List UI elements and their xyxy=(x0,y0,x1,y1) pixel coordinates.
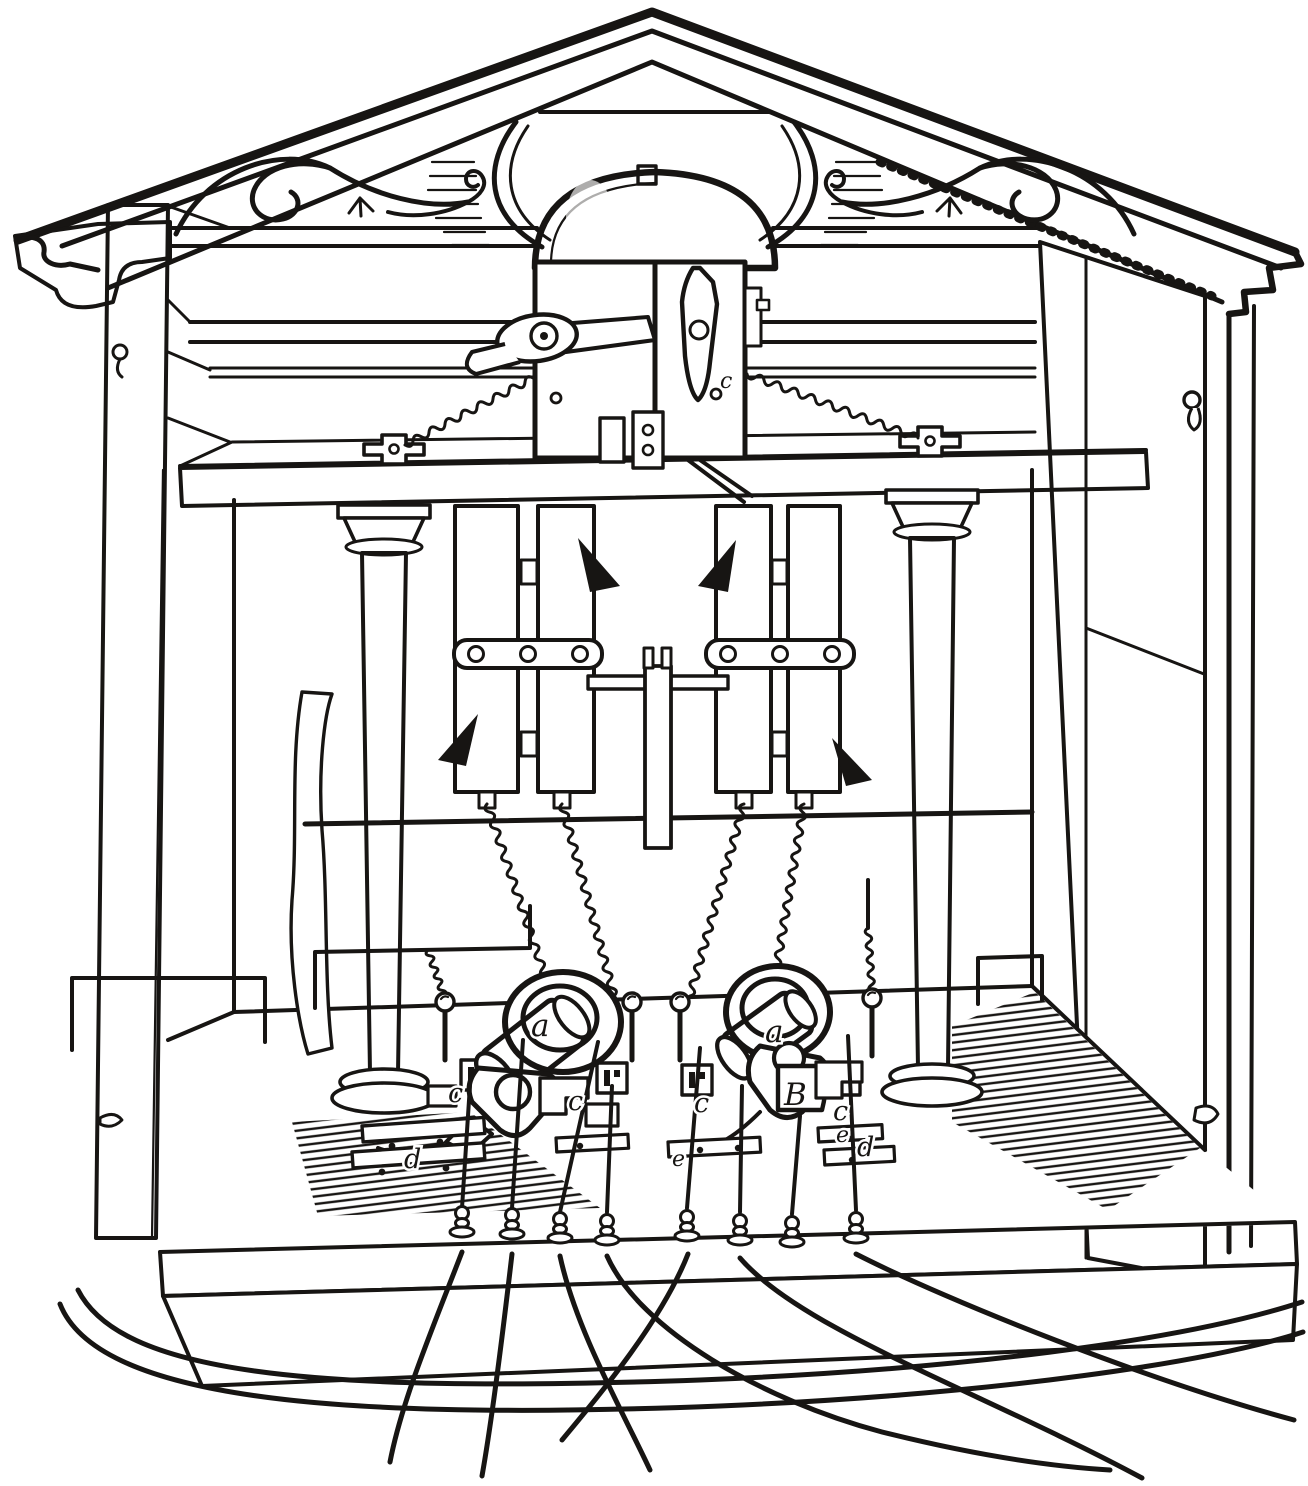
pediment-ornament xyxy=(176,110,1134,247)
left-column xyxy=(330,503,438,1115)
spring-short-left xyxy=(424,948,448,998)
part-label: d xyxy=(857,1132,874,1163)
bell xyxy=(531,164,779,272)
left-wall-hook-icon xyxy=(98,1113,124,1128)
part-labels: a a B c c c c c d d e e xyxy=(402,367,877,1178)
right-floor-shadow xyxy=(952,992,1200,1210)
right-connecting-wire xyxy=(976,954,1044,1006)
part-label: B xyxy=(783,1077,807,1113)
pointer-wedges xyxy=(438,538,872,786)
right-column xyxy=(880,488,984,1108)
spring-bell-right xyxy=(745,372,920,440)
interior-panel-curtain xyxy=(289,690,334,1056)
armature-mechanism-right xyxy=(666,963,897,1167)
part-label: e xyxy=(672,1147,685,1172)
hammer-mechanism-box xyxy=(464,259,771,504)
part-label: c xyxy=(694,1088,709,1119)
part-label: c xyxy=(448,1078,463,1109)
part-label: d xyxy=(404,1144,421,1175)
part-label: c xyxy=(833,1096,848,1127)
left-connecting-wire xyxy=(313,904,532,1010)
spring-bell-left xyxy=(403,375,535,448)
spring-coil-left-a xyxy=(483,802,552,987)
spring-coil-right-b xyxy=(771,802,807,985)
right-floor-brackets xyxy=(666,1060,897,1167)
left-wall-post xyxy=(94,203,170,1240)
part-label: a xyxy=(765,1014,783,1050)
pin-rods-and-feet xyxy=(448,1034,870,1249)
door-lower-hook-icon xyxy=(1192,1104,1220,1125)
spring-coil-left-b xyxy=(558,802,618,998)
left-hammer xyxy=(464,312,657,376)
electromagnet-coils-right xyxy=(704,504,856,810)
spring-short-right xyxy=(863,926,876,994)
left-eave-molding xyxy=(15,234,101,273)
electromagnet-coils-left xyxy=(452,504,604,810)
springs xyxy=(403,372,920,998)
part-label: c xyxy=(568,1086,583,1117)
back-wall xyxy=(166,204,1040,1014)
part-label: c xyxy=(720,369,732,394)
part-label: a xyxy=(531,1008,549,1044)
left-bench-wire xyxy=(70,976,267,1052)
part-label: e xyxy=(836,1123,849,1148)
door-latch-icon xyxy=(1182,390,1202,432)
right-cornice-steps xyxy=(1225,248,1305,318)
trailing-wires xyxy=(57,1249,1306,1481)
spring-coil-right-a xyxy=(688,802,746,998)
center-support-bar xyxy=(586,646,730,850)
left-wall-latch-icon xyxy=(111,343,129,379)
base-platform xyxy=(158,1220,1299,1388)
right-hammer xyxy=(679,265,720,403)
